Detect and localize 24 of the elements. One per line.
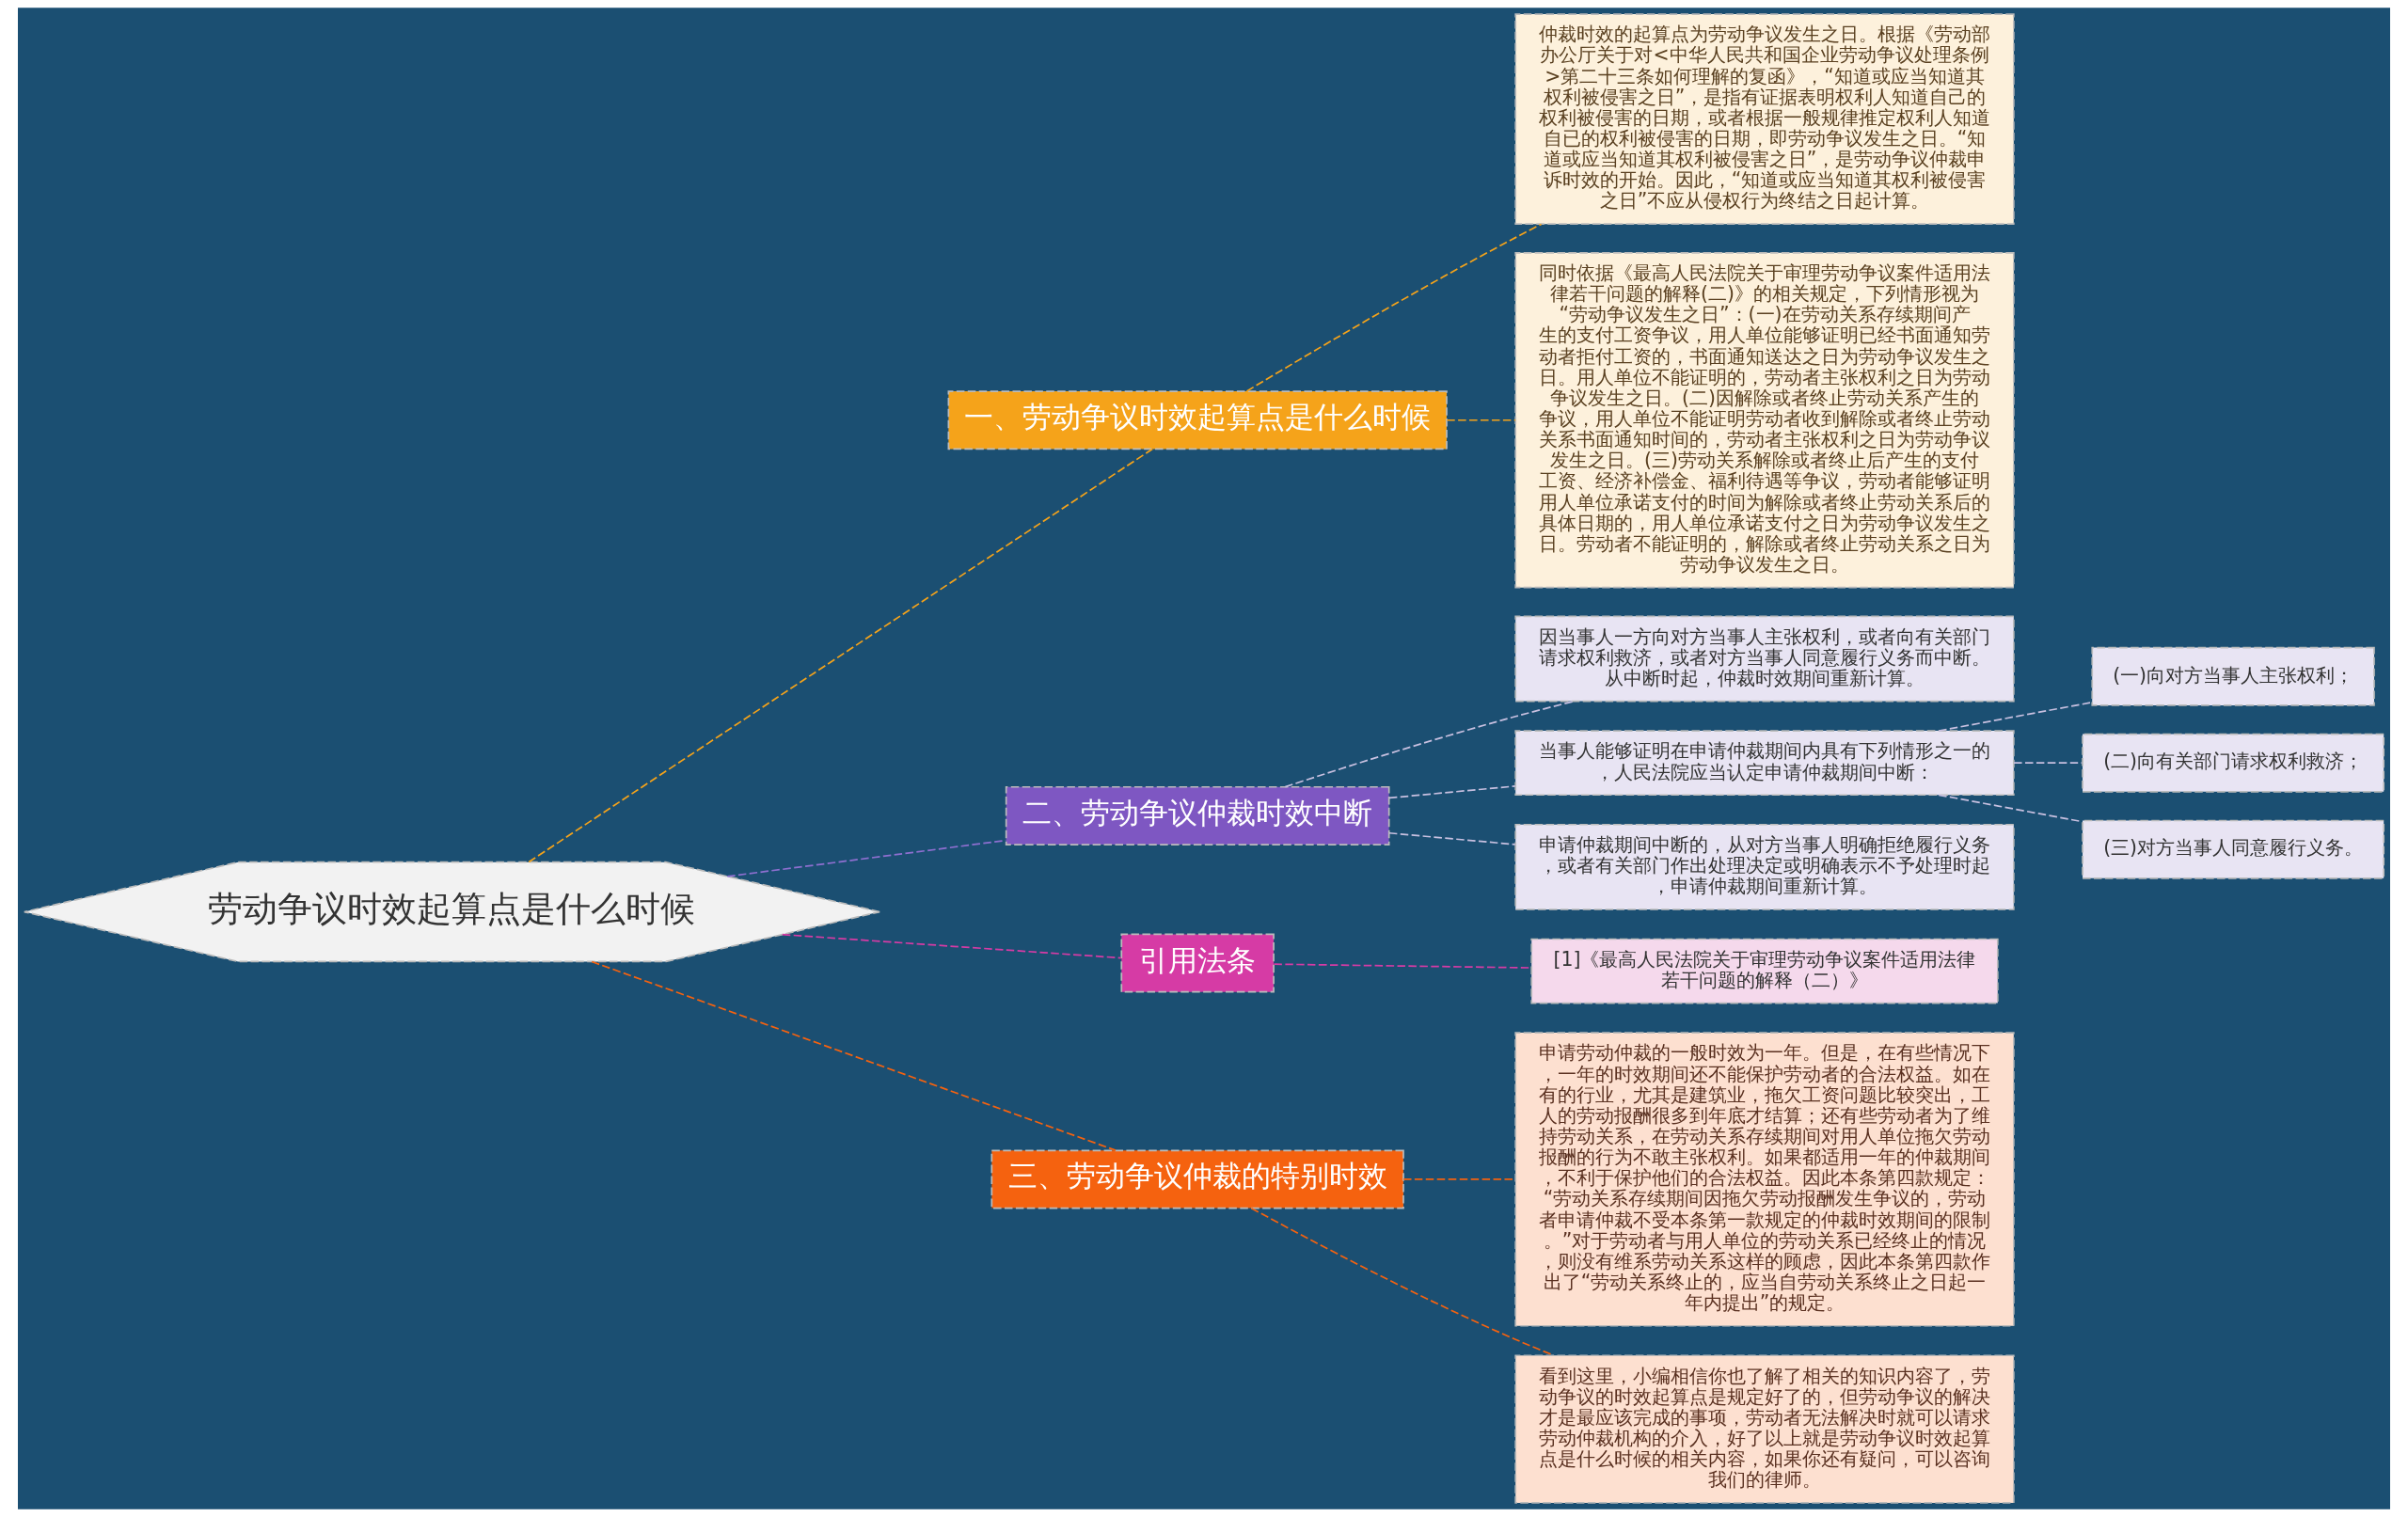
connector bbox=[528, 448, 1153, 863]
node-box: 一、劳动争议时效起算点是什么时候 bbox=[947, 390, 1448, 450]
connector bbox=[1388, 831, 1516, 845]
node-box: 申请劳动仲裁的一般时效为一年。但是，在有些情况下，一年的时效期间还不能保护劳动者的合法权益。如在有的行业，尤其是建筑业，拖欠工资问题比较突出，工人的劳动报酬很多到年底才结算；还有些劳动者为了维持劳动关系，在劳动关系存续期间对用人单位拖欠劳动报酬的行为不敢主张权利。如果都适用一年的仲裁期间，不利于保护他们的合法权益。因此本条第四款规定：“劳动关系存续期间因拖欠劳动报酬发生争议的，劳动者申请仲裁不受本条第一款规定的仲裁时效期间的限制。”对于劳动者与用人单位的劳动关系已经终止的情况，则没有维系劳动关系这样的顾虑，因此本条第四款作出了“劳动关系终止的，应当自劳动关系终止之日起一年内提出”的规定。 bbox=[1514, 1032, 2015, 1327]
connector bbox=[1284, 700, 1576, 788]
node-box: 仲裁时效的起算点为劳动争议发生之日。根据《劳动部办公厅关于对<中华人民共和国企业劳动争议处理条例>第二十三条如何理解的复函》，“知道或应当知道其权利被侵害之日”，是指有证据表明权利人知道自己的权利被侵害的日期，或者根据一般规律推定权利人知道自已的权利被侵害的日期，即劳动争议发生之日。“知道或应当知道其权利被侵害之日”，是劳动争议仲裁申诉时效的开始。因此，“知道或应当知道其权利被侵害之日”不应从侵权行为终结之日起计算。 bbox=[1514, 13, 2015, 225]
connector bbox=[591, 960, 1117, 1151]
node-box: 因当事人一方向对方当事人主张权利，或者向有关部门请求权利救济，或者对方当事人同意履行义务而中断。从中断时起，仲裁时效期间重新计算。 bbox=[1514, 615, 2015, 703]
connector bbox=[1938, 702, 2093, 732]
node-box: 当事人能够证明在申请仲裁期间内具有下列情形之一的，人民法院应当认定申请仲裁期间中断： bbox=[1514, 730, 2015, 797]
connector bbox=[1388, 785, 1516, 799]
node-box: 申请仲裁期间中断的，从对方当事人明确拒绝履行义务，或者有关部门作出处理决定或明确表示不予处理时起，申请仲裁期间重新计算。 bbox=[1514, 823, 2015, 910]
node-box: 同时依据《最高人民法院关于审理劳动争议案件适用法律若干问题的解释(二)》的相关规定，下列情形视为“劳动争议发生之日”：(一)在劳动关系存续期间产生的支付工资争议，用人单位能够证明已经书面通知劳动者拒付工资的，书面通知送达之日为劳动争议发生之日。用人单位不能证明的，劳动者主张权利之日为劳动争议发生之日。(二)因解除或者终止劳动关系产生的争议，用人单位不能证明劳动者收到解除或者终止劳动关系书面通知时间的，劳动者主张权利之日为劳动争议发生之日。(三)劳动关系解除或者终止后产生的支付工资、经济补偿金、福利待遇等争议，劳动者能够证明用人单位承诺支付的时间为解除或者终止劳动关系后的具体日期的，用人单位承诺支付之日为劳动争议发生之日。劳动者不能证明的，解除或者终止劳动关系之日为劳动争议发生之日。 bbox=[1514, 251, 2015, 589]
connector bbox=[1446, 419, 1516, 421]
node-box: 引用法条 bbox=[1120, 933, 1275, 993]
node-box: (二)向有关部门请求权利救济； bbox=[2082, 733, 2385, 793]
node-box: 二、劳动争议仲裁时效中断 bbox=[1005, 785, 1390, 845]
node-box: 三、劳动争议仲裁的特别时效 bbox=[990, 1149, 1404, 1209]
node-box: 看到这里，小编相信你也了解了相关的知识内容了，劳动争议的时效起算点是规定好了的，但劳动争议的解决才是最应该完成的事项，劳动者无法解决时就可以请求劳动仲裁机构的介入，好了以上就是劳动争议时效起算点是什么时候的相关内容，如果你还有疑问，可以咨询我们的律师。 bbox=[1514, 1354, 2015, 1504]
node-box: [1]《最高人民法院关于审理劳动争议案件适用法律若干问题的解释（二）》 bbox=[1530, 938, 1999, 1004]
connector bbox=[781, 933, 1122, 959]
node-box: (一)向对方当事人主张权利； bbox=[2091, 646, 2375, 706]
connector bbox=[1245, 223, 1543, 392]
node-box: (三)对方当事人同意履行义务。 bbox=[2082, 819, 2385, 879]
